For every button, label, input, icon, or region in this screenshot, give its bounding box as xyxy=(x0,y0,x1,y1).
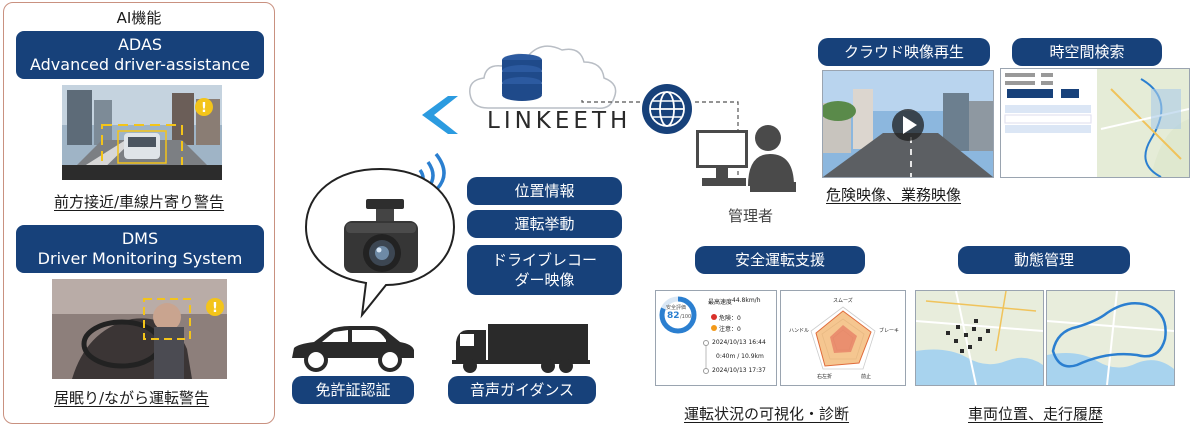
ai-features-panel: AI機能 ADAS Advanced driver-assistance ! 前… xyxy=(3,2,275,424)
video-caption: 危険映像、業務映像 xyxy=(826,186,962,204)
cloud-video-thumbnail[interactable] xyxy=(822,70,994,178)
car-icon xyxy=(292,326,414,372)
max-speed-label: 最高速度 xyxy=(708,299,733,306)
brand-name: LINKEETH xyxy=(487,108,632,134)
adas-line2: Advanced driver-assistance xyxy=(29,55,251,74)
score-unit: /100 xyxy=(680,314,692,320)
admin-computer-icon xyxy=(696,125,796,192)
adas-road-image: ! xyxy=(62,85,222,180)
dms-line2: Driver Monitoring System xyxy=(37,249,243,268)
vehicle-caption: 車両位置、走行履歴 xyxy=(968,405,1104,423)
danger-count: 危険：0 xyxy=(719,315,741,322)
radar-axis-3: 前止 xyxy=(861,374,872,380)
dms-label: DMS Driver Monitoring System xyxy=(16,225,264,273)
linkeeth-logo-icon xyxy=(422,96,458,134)
dynamic-mgmt-label: 動態管理 xyxy=(958,246,1130,274)
dashcam-icon xyxy=(344,199,418,273)
caution-count: 注意：0 xyxy=(719,326,741,333)
globe-icon xyxy=(642,84,692,134)
dms-caption: 居眠り/ながら運転警告 xyxy=(54,389,210,407)
dms-line1: DMS xyxy=(121,229,159,248)
driving-radar-chart: スムーズ ブレーキ 前止 右左折 ハンドル xyxy=(780,290,906,386)
feature-driving-behavior: 運転挙動 xyxy=(467,210,622,238)
truck-icon xyxy=(452,324,590,373)
adas-line1: ADAS xyxy=(117,35,163,54)
feature-dashcam-video-line1: ドライブレコー xyxy=(491,251,597,269)
spacetime-search-label: 時空間検索 xyxy=(1012,38,1162,66)
dms-driver-image: ! xyxy=(52,279,227,379)
database-icon xyxy=(502,54,542,101)
ai-panel-title: AI機能 xyxy=(116,9,162,27)
max-speed-value: 44.8km/h xyxy=(732,297,761,304)
voice-guidance-label: 音声ガイダンス xyxy=(448,376,596,404)
travel-history-map[interactable] xyxy=(1046,290,1175,386)
trip-start-time: 2024/10/13 16:44 xyxy=(712,339,766,346)
score-value: 82 xyxy=(667,311,680,321)
radar-axis-2: ブレーキ xyxy=(879,328,900,334)
adas-label: ADAS Advanced driver-assistance xyxy=(16,31,264,79)
cloud-playback-label: クラウド映像再生 xyxy=(818,38,990,66)
feature-location: 位置情報 xyxy=(467,177,622,205)
radar-axis-1: スムーズ xyxy=(833,298,853,304)
safe-driving-caption: 運転状況の可視化・診断 xyxy=(684,405,850,423)
admin-label: 管理者 xyxy=(728,207,774,225)
radar-axis-4: 右左折 xyxy=(817,374,833,380)
vehicle-position-map[interactable] xyxy=(915,290,1044,386)
radar-axis-5: ハンドル xyxy=(789,328,810,334)
safe-driving-label: 安全運転支援 xyxy=(695,246,865,274)
driving-score-card[interactable]: 安全評価 82 /100 最高速度 44.8km/h 危険：0 注意：0 202… xyxy=(655,290,777,386)
svg-text:!: ! xyxy=(201,101,207,116)
trip-duration: 0:40m / 10.9km xyxy=(716,353,764,360)
svg-text:!: ! xyxy=(212,301,218,316)
adas-caption: 前方接近/車線片寄り警告 xyxy=(54,193,225,211)
spacetime-search-screen[interactable] xyxy=(1000,68,1190,178)
score-label: 安全評価 xyxy=(666,305,687,311)
license-auth-label: 免許証認証 xyxy=(292,376,414,404)
trip-end-time: 2024/10/13 17:37 xyxy=(712,367,766,374)
feature-dashcam-video-line2: ダー映像 xyxy=(514,271,575,289)
feature-dashcam-video: ドライブレコー ダー映像 xyxy=(467,245,622,295)
